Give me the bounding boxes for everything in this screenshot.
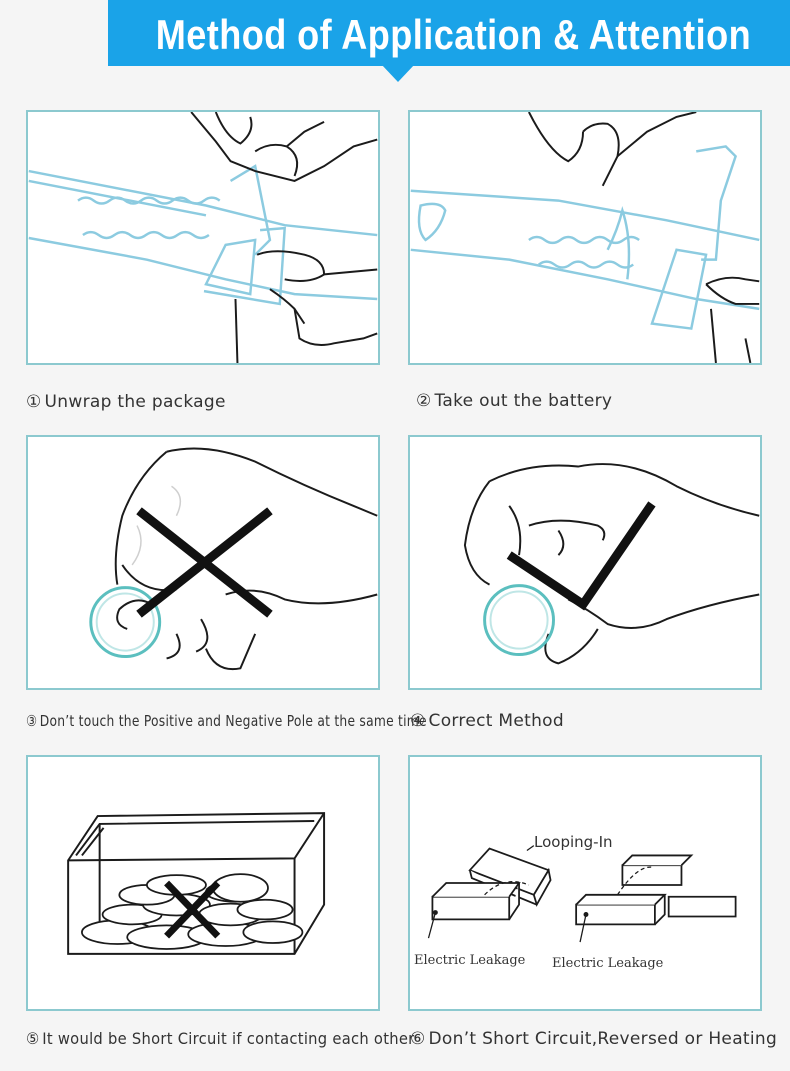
- header-bar: [108, 0, 790, 66]
- take-out-battery-illustration: [410, 112, 760, 363]
- electric-leakage-label-right: Electric Leakage: [552, 956, 664, 971]
- panel-unwrap-package: [26, 110, 380, 365]
- unwrap-package-illustration: [28, 112, 378, 363]
- correct-check-icon: [506, 501, 656, 611]
- short-circuit-illustration: [67, 812, 326, 955]
- step-6-number: ⑥: [410, 1029, 426, 1049]
- panel-correct-grip: [408, 435, 762, 690]
- electric-leakage-label-left: Electric Leakage: [414, 953, 526, 968]
- wrong-cross-icon: [136, 507, 273, 618]
- step-5-number: ⑤: [26, 1029, 40, 1048]
- step-2-text: Take out the battery: [434, 391, 613, 411]
- step-1-number: ①: [26, 392, 42, 412]
- header-banner: Method of Application & Attention: [0, 0, 790, 82]
- coin-pile: [81, 873, 304, 950]
- battery-coin-icon: [89, 586, 162, 658]
- panel-take-out-battery: [408, 110, 762, 365]
- step-4-text: Correct Method: [428, 711, 564, 731]
- header-notch: [381, 64, 415, 82]
- page-title: Method of Application & Attention: [155, 11, 752, 58]
- panel-wrong-grip: [26, 435, 380, 690]
- looping-in-label: Looping-In: [534, 833, 613, 851]
- step-4-number: ④: [410, 711, 426, 731]
- battery-coin-icon-correct: [483, 584, 555, 657]
- panel-looping-in: Looping-In Electric Leakage Electric Lea…: [408, 755, 762, 1011]
- correct-grip-illustration: [463, 463, 760, 665]
- step-5-text: It would be Short Circuit if contacting …: [42, 1029, 415, 1048]
- step-2-number: ②: [416, 391, 432, 411]
- short-circuit-cross-icon: [164, 880, 221, 939]
- step-3-text: Don’t touch the Positive and Negative Po…: [39, 712, 427, 730]
- step-1-text: Unwrap the package: [44, 392, 226, 412]
- step-6-text: Don’t Short Circuit,Reversed or Heating: [428, 1029, 778, 1049]
- panel-short-circuit: [26, 755, 380, 1011]
- wrong-grip-illustration: [89, 447, 378, 671]
- step-3-number: ③: [26, 712, 38, 730]
- looping-in-illustration: [427, 845, 737, 943]
